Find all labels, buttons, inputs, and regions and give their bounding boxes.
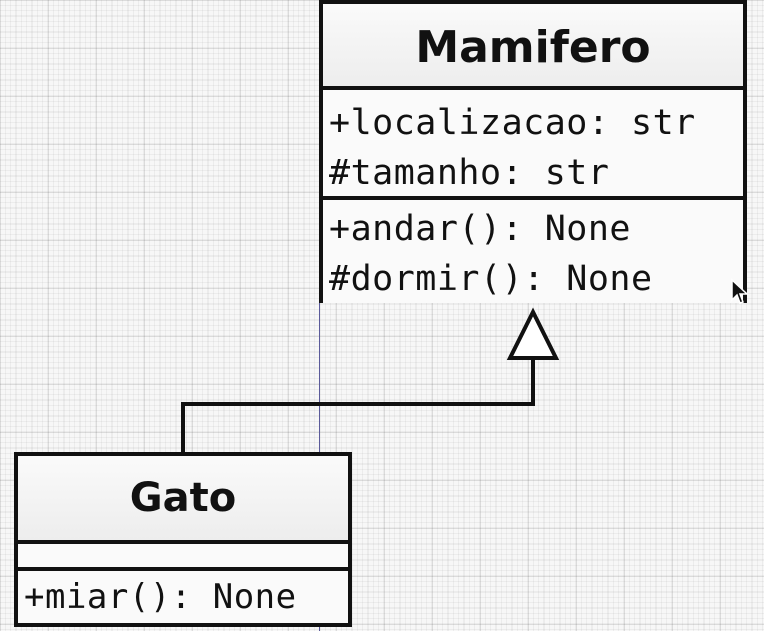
attributes-section-gato[interactable] [18,544,348,571]
class-name-mamifero: Mamifero [323,4,743,90]
operation-miar[interactable]: +miar(): None [24,577,297,617]
class-box-mamifero[interactable]: Mamifero +localizacao: str #tamanho: str… [319,0,747,303]
inheritance-arrowhead [506,307,560,360]
attributes-section-mamifero[interactable]: +localizacao: str #tamanho: str [323,90,743,200]
attribute-localizacao[interactable]: +localizacao: str [329,103,696,143]
class-box-gato[interactable]: Gato +miar(): None [14,452,352,627]
attribute-tamanho[interactable]: #tamanho: str [329,153,610,193]
resize-cursor-icon [731,278,749,304]
operation-andar[interactable]: +andar(): None [329,209,632,249]
class-name-gato: Gato [18,456,348,544]
alignment-guide-vertical [319,0,320,631]
operations-section-gato[interactable]: +miar(): None [18,571,348,623]
operation-dormir[interactable]: #dormir(): None [329,259,653,299]
inheritance-line[interactable] [181,360,535,456]
operations-section-mamifero[interactable]: +andar(): None #dormir(): None [323,200,743,303]
